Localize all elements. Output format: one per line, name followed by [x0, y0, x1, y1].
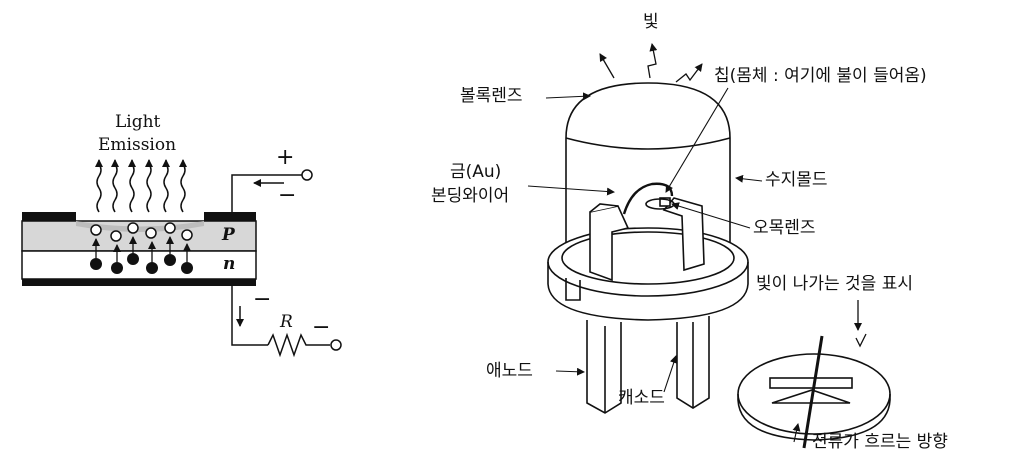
leader-arrows [527, 87, 801, 443]
left-lead-frame [589, 203, 630, 282]
gold-wire-label: 금(Au) [450, 162, 502, 182]
p-layer-label: P [222, 225, 235, 245]
current-direction-label: 전류가 흐르는 방향 [812, 432, 948, 452]
led-junction-diagram [21, 159, 342, 358]
light-emission-title-line2: Emission [98, 135, 177, 155]
gold-wire-label-line2: 본딩와이어 [431, 186, 510, 206]
cathode-label: 캐소드 [618, 388, 665, 408]
symbol-disc [737, 335, 891, 449]
light-waves [95, 159, 187, 213]
n-layer-contact [22, 279, 256, 286]
electrons [90, 253, 193, 274]
minus-sign-top: − [278, 183, 297, 208]
circuit-wires [231, 174, 330, 358]
base-ring-side [547, 262, 749, 321]
light-label: 빛 [643, 12, 659, 32]
dome-lens [565, 82, 731, 248]
plus-sign: + [276, 145, 295, 170]
resistor-label: R [280, 312, 293, 332]
light-out-label: 빛이 나가는 것을 표시 [756, 274, 913, 294]
holes [90, 222, 193, 242]
n-layer-label: n [223, 254, 236, 274]
led-package-diagram [527, 43, 891, 449]
electron-arrows [92, 236, 191, 262]
chip-label: 칩(몸체 : 여기에 불이 들어옴) [714, 66, 927, 86]
resin-mold-label: 수지몰드 [765, 170, 828, 190]
light-emission-title: Light [115, 112, 161, 132]
p-layer-bar [22, 212, 256, 221]
base-ring-inner [561, 231, 735, 285]
anode-label: 애노드 [486, 361, 533, 381]
concave-lens-label: 오목렌즈 [753, 218, 816, 238]
current-arrows [236, 179, 284, 327]
p-layer [21, 220, 257, 252]
leads [586, 316, 710, 414]
base-ring-top [547, 227, 749, 297]
convex-lens-label: 볼록렌즈 [460, 86, 523, 106]
chip [659, 197, 671, 207]
terminals [301, 169, 342, 351]
dome-outline-top [565, 137, 731, 150]
right-lead-frame [662, 197, 705, 272]
light-emission-arrows [599, 43, 867, 348]
minus-sign-down: − [253, 287, 272, 312]
base-notch [565, 278, 581, 301]
n-layer [21, 250, 257, 280]
minus-sign-right: − [312, 315, 331, 340]
